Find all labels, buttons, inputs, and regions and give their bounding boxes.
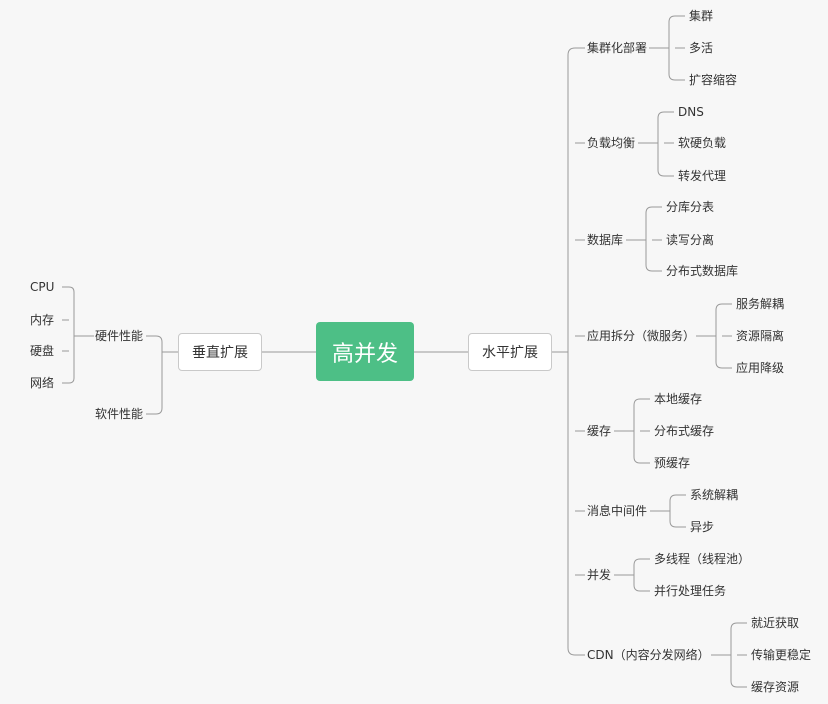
vertical-bracket (155, 335, 163, 415)
root-node[interactable]: 高并发 (316, 322, 414, 381)
node-horizontal-2[interactable]: 数据库 (587, 233, 624, 247)
level2-bracket (657, 111, 665, 177)
level2-bracket (669, 494, 677, 528)
horizontal-scaling-node[interactable]: 水平扩展 (468, 333, 552, 371)
leaf-horizontal-0-0[interactable]: 集群 (689, 9, 714, 23)
leaf-horizontal-0-1[interactable]: 多活 (689, 41, 714, 55)
node-horizontal-0[interactable]: 集群化部署 (587, 41, 648, 55)
leaf-horizontal-7-1[interactable]: 传输更稳定 (751, 648, 812, 662)
leaf-horizontal-7-2[interactable]: 缓存资源 (751, 680, 800, 694)
node-software-performance[interactable]: 软件性能 (94, 407, 143, 421)
leaf-hardware-0[interactable]: CPU (30, 280, 55, 294)
node-horizontal-3[interactable]: 应用拆分（微服务） (587, 329, 696, 343)
leaf-horizontal-4-1[interactable]: 分布式缓存 (654, 424, 715, 438)
leaf-horizontal-4-2[interactable]: 预缓存 (654, 456, 691, 470)
leaf-horizontal-3-0[interactable]: 服务解耦 (736, 297, 785, 311)
leaf-horizontal-3-2[interactable]: 应用降级 (736, 361, 785, 375)
leaf-horizontal-7-0[interactable]: 就近获取 (751, 616, 800, 630)
leaf-hardware-1[interactable]: 内存 (30, 313, 55, 327)
leaf-horizontal-4-0[interactable]: 本地缓存 (654, 392, 703, 406)
horizontal-bracket (567, 47, 576, 656)
leaf-horizontal-0-2[interactable]: 扩容缩容 (689, 73, 738, 87)
level2-bracket (668, 15, 676, 81)
level2-bracket (633, 558, 641, 592)
leaf-horizontal-2-2[interactable]: 分布式数据库 (666, 264, 739, 278)
leaf-horizontal-5-0[interactable]: 系统解耦 (690, 488, 739, 502)
leaf-horizontal-2-1[interactable]: 读写分离 (666, 233, 715, 247)
node-horizontal-5[interactable]: 消息中间件 (587, 504, 648, 518)
leaf-hardware-2[interactable]: 硬盘 (30, 344, 55, 358)
leaf-horizontal-2-0[interactable]: 分库分表 (666, 200, 715, 214)
node-horizontal-4[interactable]: 缓存 (587, 424, 612, 438)
leaf-horizontal-6-0[interactable]: 多线程（线程池） (654, 552, 751, 566)
node-horizontal-7[interactable]: CDN（内容分发网络） (587, 648, 710, 662)
leaf-horizontal-1-0[interactable]: DNS (678, 105, 704, 119)
hardware-bracket (68, 286, 75, 384)
level2-bracket (715, 303, 723, 369)
vertical-scaling-node[interactable]: 垂直扩展 (178, 333, 262, 371)
leaf-horizontal-1-1[interactable]: 软硬负载 (678, 136, 727, 150)
level2-bracket (730, 622, 738, 688)
node-horizontal-6[interactable]: 并发 (587, 568, 612, 582)
level2-bracket (633, 398, 641, 464)
node-hardware-performance[interactable]: 硬件性能 (94, 329, 143, 343)
leaf-horizontal-3-1[interactable]: 资源隔离 (736, 329, 785, 343)
leaf-hardware-3[interactable]: 网络 (30, 376, 55, 390)
level2-bracket (645, 206, 653, 272)
leaf-horizontal-5-1[interactable]: 异步 (690, 520, 715, 534)
node-horizontal-1[interactable]: 负载均衡 (587, 136, 636, 150)
leaf-horizontal-1-2[interactable]: 转发代理 (678, 169, 727, 183)
leaf-horizontal-6-1[interactable]: 并行处理任务 (654, 584, 727, 598)
